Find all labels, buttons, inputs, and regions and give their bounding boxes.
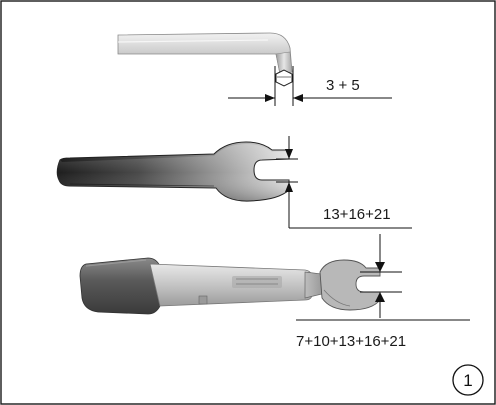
hex-key-illustration bbox=[117, 32, 293, 87]
figure-number-badge: 1 bbox=[452, 364, 484, 396]
hex-key-dimension-label: 3 + 5 bbox=[326, 77, 360, 94]
figure-number: 1 bbox=[463, 371, 472, 390]
torque-wrench-illustration bbox=[79, 257, 381, 315]
arrow-down-icon bbox=[375, 262, 385, 272]
torque-wrench-dimension-label: 7+10+13+16+21 bbox=[296, 333, 406, 350]
arrow-down-icon bbox=[285, 149, 293, 159]
arrow-head-icon bbox=[293, 94, 303, 102]
arrow-head-icon bbox=[265, 94, 275, 102]
open-wrench-illustration bbox=[56, 141, 290, 202]
open-wrench-dimension: 13+16+21 bbox=[276, 136, 412, 229]
hex-key-dimension: 3 + 5 bbox=[228, 66, 392, 106]
open-wrench-dimension-label: 13+16+21 bbox=[323, 206, 391, 223]
arrow-up-icon bbox=[375, 292, 385, 302]
torque-wrench-dimension: 7+10+13+16+21 bbox=[296, 234, 470, 350]
arrow-up-icon bbox=[285, 182, 293, 192]
